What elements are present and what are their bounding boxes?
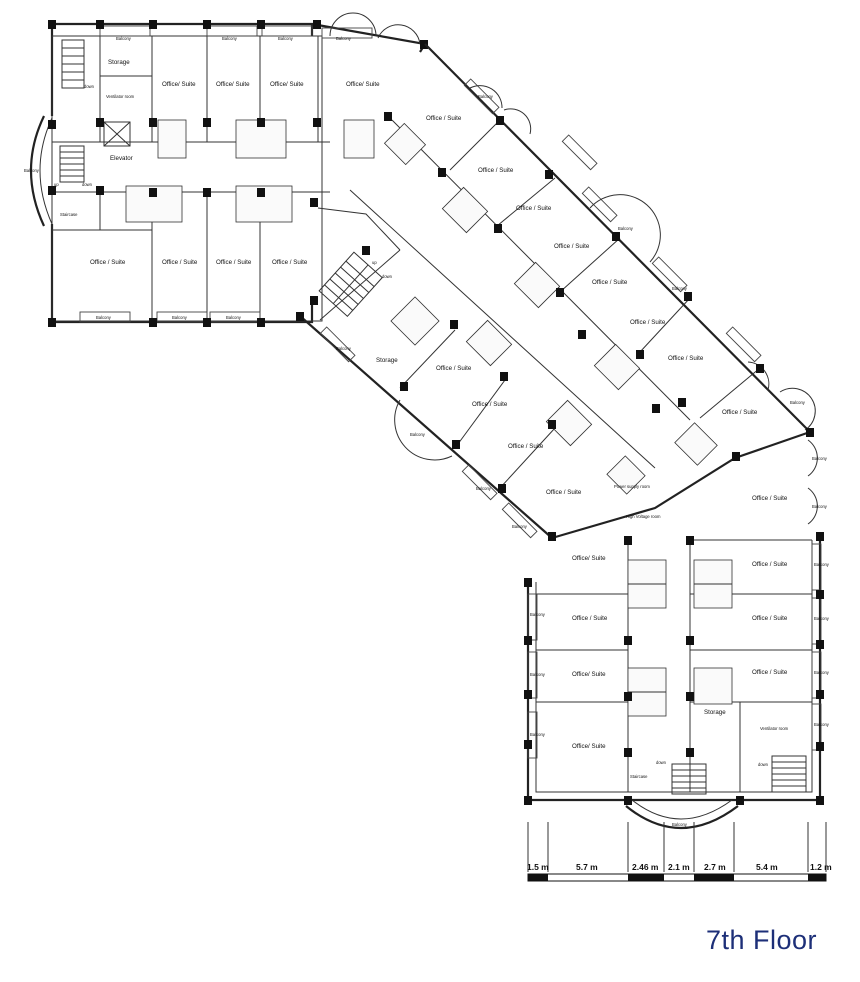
down-label: down	[382, 274, 393, 279]
storage-label: Storage	[704, 709, 726, 716]
ventilator-label: Ventilator room	[760, 726, 789, 731]
office-label: Office/ Suite	[162, 81, 196, 88]
balcony-label: Balcony	[222, 36, 238, 41]
power-supply-label: Power supply room	[614, 484, 650, 489]
staircase-label: Staircase	[60, 212, 78, 217]
up-label: up	[54, 182, 59, 187]
balcony-label: Balcony	[814, 722, 830, 727]
office-label: Office/ Suite	[572, 555, 606, 562]
balcony-label: Balcony	[226, 315, 242, 320]
office-label: Office / Suite	[546, 489, 582, 496]
office-label: Office / Suite	[630, 319, 666, 326]
storage-label: Storage	[108, 59, 130, 66]
balcony-label: Balcony	[814, 670, 830, 675]
down-label: down	[82, 182, 93, 187]
down-label: down	[656, 760, 667, 765]
scale-label: 1.5 m	[527, 862, 549, 872]
office-label: Office / Suite	[272, 259, 308, 266]
office-label: Office / Suite	[572, 615, 608, 622]
balcony-label: Balcony	[812, 504, 828, 509]
up-label: up	[372, 260, 377, 265]
elevator-label: Elevator	[110, 155, 133, 162]
balcony-label: Balcony	[814, 562, 830, 567]
office-label: Office / Suite	[752, 561, 788, 568]
scale-label: 2.1 m	[668, 862, 690, 872]
down-label: down	[758, 762, 769, 767]
balcony-label: Balcony	[530, 672, 546, 677]
west-wing	[30, 12, 428, 327]
office-label: Office / Suite	[516, 205, 552, 212]
office-label: Office / Suite	[478, 167, 514, 174]
office-label: Office / Suite	[668, 355, 704, 362]
balcony-label: Balcony	[116, 36, 132, 41]
balcony-label: Balcony	[278, 36, 294, 41]
balcony-label: Balcony	[512, 524, 528, 529]
office-label: Office / Suite	[216, 259, 252, 266]
office-label: Office/ Suite	[216, 81, 250, 88]
balcony-label: Balcony	[672, 286, 688, 291]
diagonal-wing	[296, 43, 818, 541]
ventilator-label: Ventilator room	[106, 94, 135, 99]
office-label: Office/ Suite	[270, 81, 304, 88]
balcony-label: Balcony	[478, 94, 494, 99]
office-label: Office / Suite	[554, 243, 590, 250]
office-label: Office / Suite	[436, 365, 472, 372]
balcony-label: Balcony	[530, 732, 546, 737]
staircase-label: Staircase	[630, 774, 648, 779]
balcony-label: Balcony	[790, 400, 806, 405]
balcony-label: Balcony	[336, 36, 352, 41]
scale-label: 1.2 m	[810, 862, 832, 872]
balcony-label: Balcony	[410, 432, 426, 437]
high-voltage-label: High Voltage room	[626, 514, 661, 519]
room-labels: Storage Office/ Suite Office/ Suite Offi…	[24, 36, 830, 827]
floor-title: 7th Floor	[706, 925, 818, 955]
balcony-label: Balcony	[530, 612, 546, 617]
scale-label: 5.7 m	[576, 862, 598, 872]
office-label: Office / Suite	[90, 259, 126, 266]
office-label: Office / Suite	[472, 401, 508, 408]
office-label: Office/ Suite	[572, 671, 606, 678]
office-label: Office/ Suite	[572, 743, 606, 750]
balcony-label: Balcony	[24, 168, 40, 173]
office-label: Office/ Suite	[346, 81, 380, 88]
down-label: down	[84, 84, 95, 89]
office-label: Office / Suite	[508, 443, 544, 450]
office-label: Office / Suite	[752, 615, 788, 622]
office-label: Office / Suite	[722, 409, 758, 416]
balcony-label: Balcony	[336, 346, 352, 351]
scale-label: 2.46 m	[632, 862, 659, 872]
scale-label: 5.4 m	[756, 862, 778, 872]
office-label: Office / Suite	[162, 259, 198, 266]
balcony-label: Balcony	[618, 226, 634, 231]
office-label: Office / Suite	[752, 669, 788, 676]
balcony-label: Balcony	[476, 486, 492, 491]
storage-label: Storage	[376, 357, 398, 364]
balcony-label: Balcony	[172, 315, 188, 320]
scale-bar: 1.5 m 5.7 m 2.46 m 2.1 m 2.7 m 5.4 m 1.2…	[527, 822, 832, 882]
office-label: Office / Suite	[592, 279, 628, 286]
scale-label: 2.7 m	[704, 862, 726, 872]
balcony-label: Balcony	[96, 315, 112, 320]
balcony-label: Balcony	[672, 822, 688, 827]
office-label: Office / Suite	[426, 115, 462, 122]
south-wing	[524, 532, 824, 830]
office-label: Office / Suite	[752, 495, 788, 502]
balcony-label: Balcony	[812, 456, 828, 461]
balcony-label: Balcony	[814, 616, 830, 621]
